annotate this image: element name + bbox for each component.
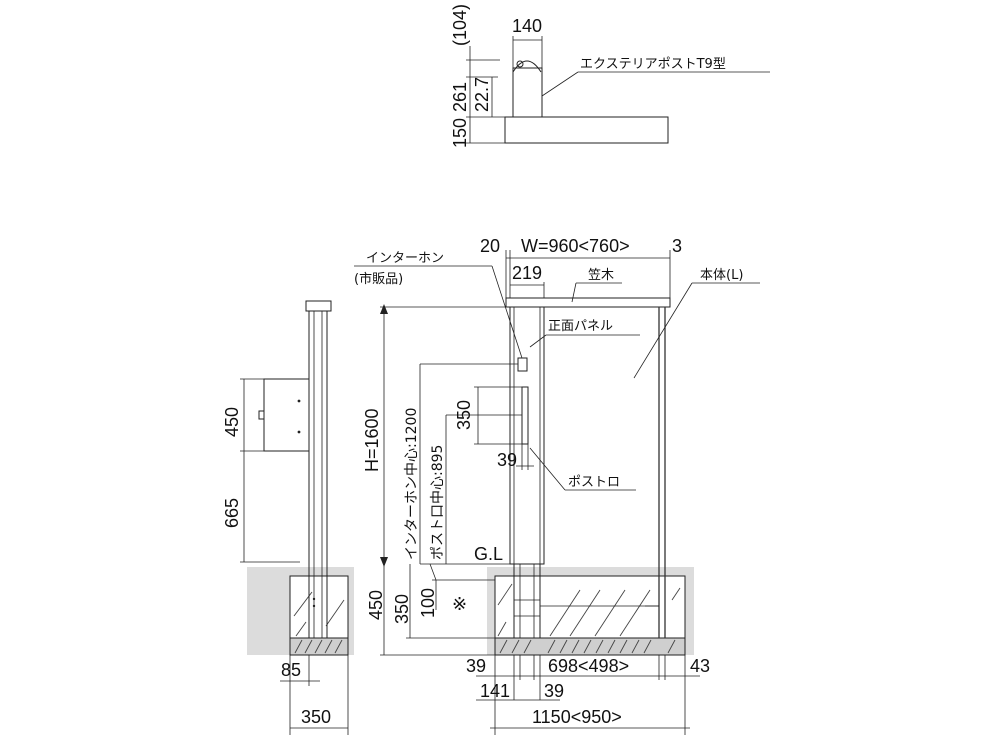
side-post <box>308 310 328 639</box>
front-dim-top-left: 20 <box>480 236 500 256</box>
front-label-body: 本体(L) <box>700 268 743 283</box>
front-intercom <box>517 357 528 372</box>
top-dim-post-depth: 22.7 <box>472 77 492 112</box>
front-foundation-hatch <box>497 583 681 637</box>
front-label-post-slot: ポストロ <box>568 475 620 490</box>
side-view: 450 665 85 350 <box>222 300 354 735</box>
front-dim-bottom-39-mid: 39 <box>544 681 564 701</box>
top-label-post-model: エクステリアポストT9型 <box>580 57 726 72</box>
front-dim-depth-450: 450 <box>366 590 386 620</box>
front-dim-slot-width: 39 <box>497 450 517 470</box>
top-post-mark <box>516 60 524 68</box>
front-dim-bottom-43: 43 <box>690 656 710 676</box>
top-view: 140 エクステリアポストT9型 (104) 261 22.7 150 <box>450 4 770 148</box>
top-dim-width: 140 <box>512 16 542 36</box>
front-post-slot <box>521 386 529 445</box>
side-dim-box-height: 450 <box>222 407 242 437</box>
top-dim-offset: (104) <box>450 4 470 46</box>
top-post-outline <box>512 67 543 117</box>
side-dim-footing-offset: 85 <box>281 660 301 680</box>
front-dim-bottom-141: 141 <box>480 681 510 701</box>
front-label-intercom: インターホン <box>366 251 444 266</box>
front-dim-intercom-center: インターホン中心:1200 <box>404 408 420 560</box>
front-gravel-hatch <box>499 639 676 654</box>
front-cap-rail <box>505 297 671 308</box>
front-dim-inner: 219 <box>512 263 542 283</box>
side-dim-footing-width: 350 <box>301 707 331 727</box>
front-gravel <box>494 637 686 656</box>
front-dim-top-right: 3 <box>672 236 682 256</box>
front-label-front-panel: 正面パネル <box>548 319 613 334</box>
front-ground-line: G.L <box>474 544 503 564</box>
top-base-slab <box>504 116 669 144</box>
front-label-cap: 笠木 <box>588 268 614 283</box>
front-dim-height: H=1600 <box>362 408 382 472</box>
side-mailbox <box>263 378 310 452</box>
side-footing <box>289 575 349 639</box>
front-dim-bottom-698: 698<498> <box>548 656 629 676</box>
front-dim-bottom-39-left: 39 <box>466 656 486 676</box>
front-label-intercom-note: (市販品) <box>354 271 403 287</box>
front-dim-bottom-total: 1150<950> <box>532 707 622 727</box>
side-dim-box-bottom: 665 <box>222 498 242 528</box>
front-dim-depth-350: 350 <box>392 594 412 624</box>
front-dim-slot-center: ポスト口中心:895 <box>430 445 446 560</box>
side-cap <box>305 300 332 312</box>
front-foundation <box>494 575 686 639</box>
front-dim-slot-height: 350 <box>454 400 474 430</box>
front-note-mark: ※ <box>452 594 467 614</box>
front-dim-width: W=960<760> <box>521 236 630 256</box>
front-view: G.L 20 W=960<760> 3 219 インターホン (市販品) 笠木 … <box>354 236 760 735</box>
top-dim-base-depth: 150 <box>450 118 470 148</box>
side-gravel-hatch <box>294 639 343 654</box>
top-post-cap-arc <box>512 60 542 73</box>
top-dim-post-offset: 261 <box>450 82 470 112</box>
front-dim-depth-100: 100 <box>418 588 438 618</box>
front-panel <box>509 306 545 565</box>
